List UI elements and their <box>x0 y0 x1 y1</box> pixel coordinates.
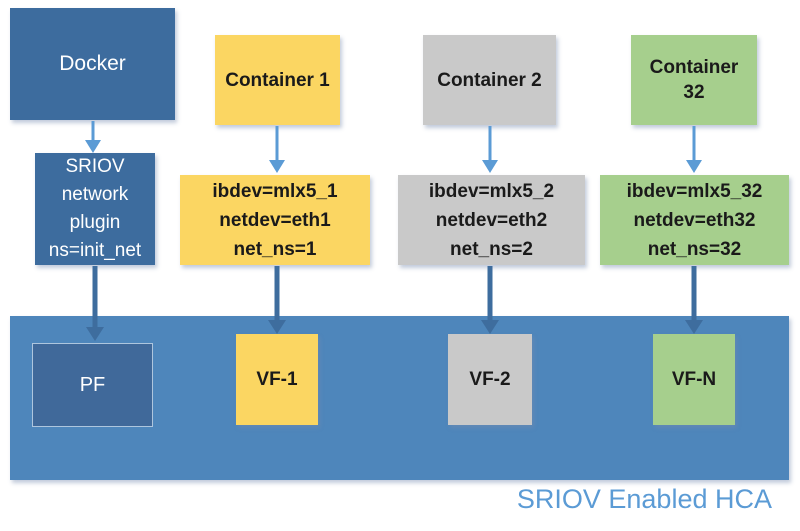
docker-box: Docker <box>10 8 175 120</box>
hca-caption: SRIOV Enabled HCA <box>516 484 772 514</box>
container-2-box: Container 2 <box>423 35 556 125</box>
arrow-container32-to-config32 <box>686 126 702 173</box>
arrow-container2-to-config2 <box>482 126 498 173</box>
container-32-box: Container 32 <box>631 35 757 125</box>
container-1-label: Container 1 <box>225 69 330 91</box>
sriov-network-plugin-label: SRIOV network plugin ns=init_net <box>48 156 142 261</box>
pf-box: PF <box>32 343 153 427</box>
container-1-box: Container 1 <box>215 35 340 125</box>
vf-2-label: VF-2 <box>469 368 511 390</box>
vf-1-box: VF-1 <box>236 334 318 425</box>
container-2-config-box: ibdev=mlx5_2 netdev=eth2 net_ns=2 <box>398 175 585 265</box>
docker-label: Docker <box>59 52 126 75</box>
container-1-config: ibdev=mlx5_1 netdev=eth1 net_ns=1 <box>212 180 338 260</box>
arrow-container1-to-config1 <box>269 126 285 173</box>
vf-2-box: VF-2 <box>448 334 532 425</box>
vf-n-box: VF-N <box>653 334 735 425</box>
arrow-docker-to-plugin <box>85 121 101 153</box>
container-2-label: Container 2 <box>437 69 542 91</box>
container-32-config: ibdev=mlx5_32 netdev=eth32 net_ns=32 <box>626 180 763 260</box>
pf-label: PF <box>79 373 106 396</box>
sriov-network-plugin-box: SRIOV network plugin ns=init_net <box>35 153 155 265</box>
container-2-config: ibdev=mlx5_2 netdev=eth2 net_ns=2 <box>428 180 555 260</box>
container-32-config-box: ibdev=mlx5_32 netdev=eth32 net_ns=32 <box>600 175 789 265</box>
vf-1-label: VF-1 <box>256 368 298 390</box>
container-32-label: Container 32 <box>649 57 739 103</box>
vf-n-label: VF-N <box>671 368 717 390</box>
container-1-config-box: ibdev=mlx5_1 netdev=eth1 net_ns=1 <box>180 175 370 265</box>
